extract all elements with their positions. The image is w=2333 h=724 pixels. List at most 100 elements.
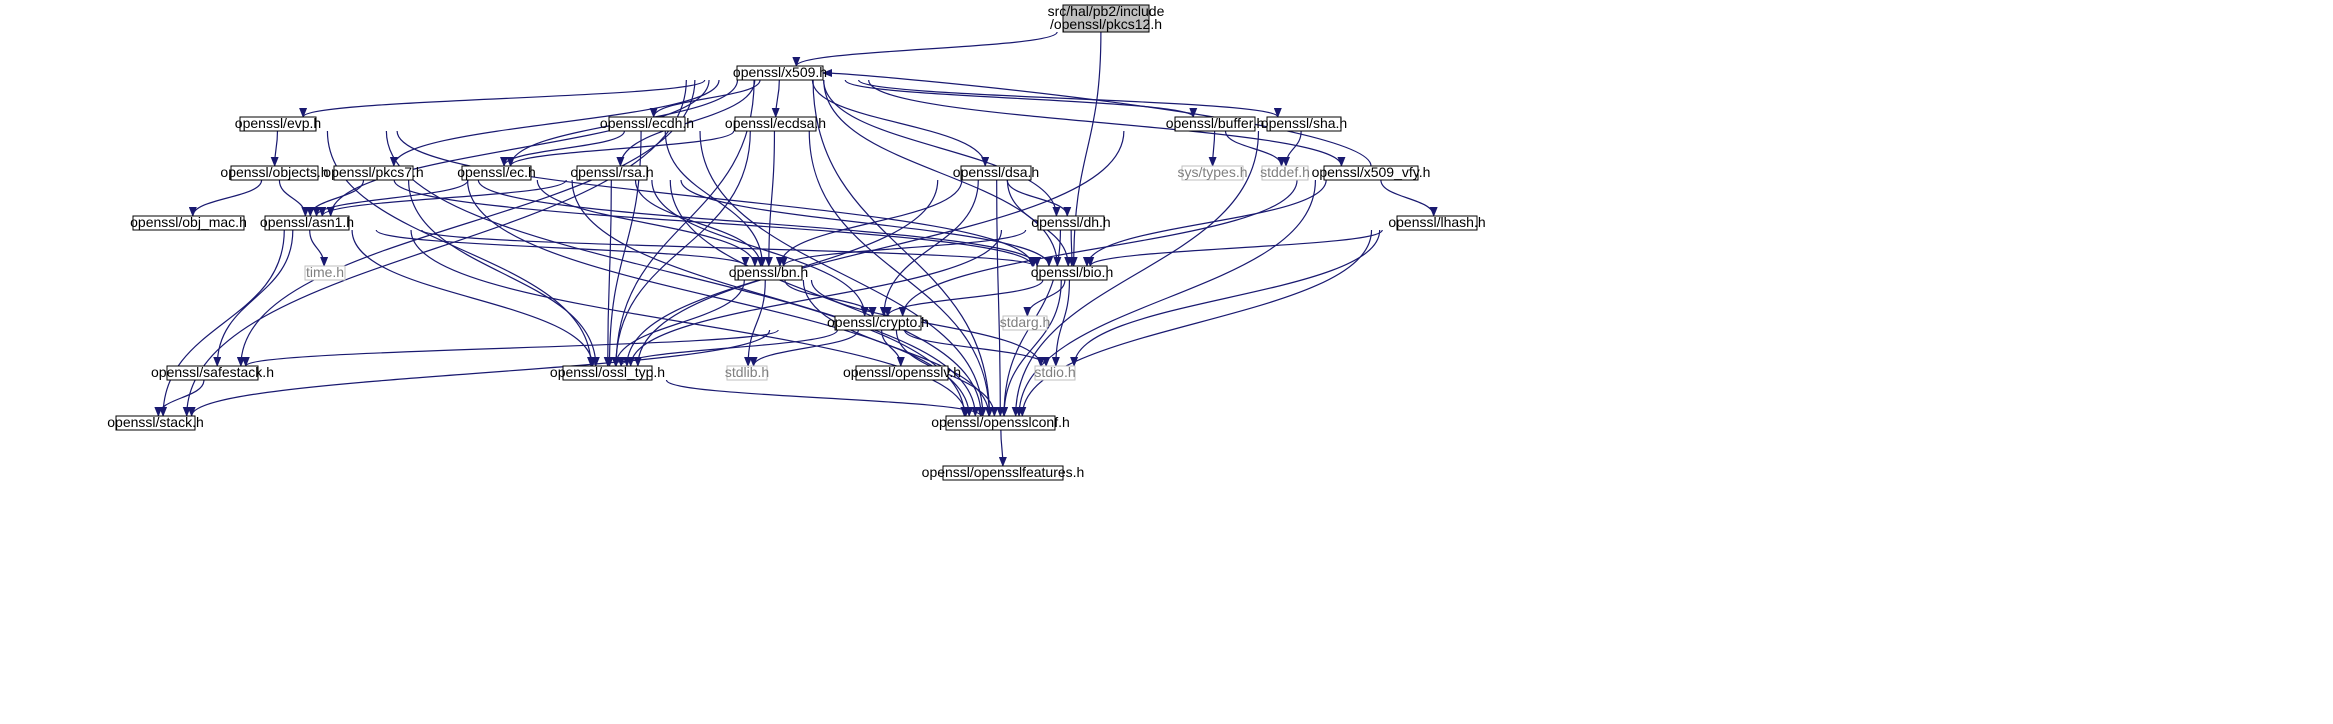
node-label-bio: openssl/bio.h (1031, 264, 1114, 280)
edge-x509vfy-to-x509 (822, 69, 1372, 167)
edge-lhash-to-stdio (1070, 229, 1381, 367)
node-lhash[interactable]: openssl/lhash.h (1388, 214, 1486, 231)
node-box-x509 (736, 65, 824, 81)
node-buffer[interactable]: openssl/buffer.h (1166, 115, 1265, 132)
node-label-x509vfy: openssl/x509_vfy.h (1312, 164, 1431, 180)
node-safestack[interactable]: openssl/safestack.h (151, 364, 274, 381)
edge-x509-to-ecdh (649, 79, 761, 118)
node-bio[interactable]: openssl/bio.h (1031, 264, 1114, 281)
dependency-edges (154, 31, 1438, 467)
edge-x509-to-dh (823, 79, 1061, 217)
edge-x509-to-evp (299, 79, 706, 118)
node-opensslconf[interactable]: openssl/opensslconf.h (931, 414, 1070, 431)
node-label-stddef: stddef.h (1260, 164, 1310, 180)
edge-x509-to-ecdsa (771, 79, 780, 118)
edge-crypto-to-stack (187, 329, 771, 417)
edge-lhash-to-bio (1086, 229, 1383, 267)
node-x509[interactable]: openssl/x509.h (733, 64, 827, 81)
edge-buffer-to-systypes (1208, 130, 1217, 167)
node-pkcs12[interactable]: src/hal/pb2/include/openssl/pkcs12.h (1048, 3, 1165, 33)
node-label-ecdsa: openssl/ecdsa.h (725, 115, 826, 131)
node-x509vfy[interactable]: openssl/x509_vfy.h (1312, 164, 1431, 181)
node-objects[interactable]: openssl/objects.h (220, 164, 329, 181)
node-box-ecdh (608, 116, 686, 132)
node-box-opensslconf (945, 415, 1056, 431)
node-label-ecdh: openssl/ecdh.h (600, 115, 694, 131)
node-label-rsa: openssl/rsa.h (570, 164, 653, 180)
edge-buffer-to-stddef (1224, 130, 1286, 167)
header-nodes: src/hal/pb2/include/openssl/pkcs12.h open… (107, 3, 1486, 481)
node-label-stdlib: stdlib.h (725, 364, 769, 380)
edge-rsa-to-bn (634, 179, 765, 267)
edge-dsa-to-crypto (879, 179, 979, 317)
node-evp[interactable]: openssl/evp.h (235, 115, 321, 132)
edge-x509vfy-to-lhash (1380, 179, 1438, 217)
node-label-bn: openssl/bn.h (729, 264, 808, 280)
node-label-stdarg: stdarg.h (1000, 314, 1051, 330)
node-label-objmac: openssl/obj_mac.h (130, 214, 247, 230)
edge-rsa-to-opensslconf (669, 179, 986, 417)
node-label-opensslconf: openssl/opensslconf.h (931, 414, 1070, 430)
edge-rsa-to-asn1 (318, 179, 567, 217)
edge-asn1-to-bio (421, 229, 1038, 267)
node-box-objmac (132, 215, 245, 231)
node-label-crypto: openssl/crypto.h (827, 314, 929, 330)
node-box-systypes (1181, 165, 1244, 181)
edge-x509vfy-to-crypto (898, 179, 1298, 317)
node-dh[interactable]: openssl/dh.h (1031, 214, 1111, 231)
node-dsa[interactable]: openssl/dsa.h (953, 164, 1039, 181)
node-ecdh[interactable]: openssl/ecdh.h (600, 115, 694, 132)
node-systypes: sys/types.h (1177, 164, 1248, 181)
node-crypto[interactable]: openssl/crypto.h (827, 314, 929, 331)
edge-x509-to-sha (858, 79, 1282, 118)
edge-x509-to-bio (823, 79, 1062, 267)
edge-x509-to-stack (182, 79, 687, 417)
node-box-time (304, 265, 346, 281)
edge-ecdh-to-opensslconf (699, 130, 987, 417)
edge-opensslconf-to-opensslfeatures (998, 429, 1007, 467)
edge-pkcs12-to-x509 (792, 31, 1058, 67)
edge-objects-to-asn1 (278, 179, 310, 217)
node-box-ossltyp (562, 365, 653, 381)
node-label-pkcs12: /openssl/pkcs12.h (1050, 16, 1162, 32)
node-stddef: stddef.h (1260, 164, 1310, 181)
node-asn1[interactable]: openssl/asn1.h (260, 214, 354, 231)
node-label-objects: openssl/objects.h (220, 164, 328, 180)
node-pkcs7[interactable]: openssl/pkcs7.h (323, 164, 424, 181)
edge-dsa-to-dh (1006, 179, 1072, 217)
edge-bio-to-opensslconf (1000, 279, 1062, 417)
node-rsa[interactable]: openssl/rsa.h (570, 164, 654, 181)
node-ecdsa[interactable]: openssl/ecdsa.h (725, 115, 826, 132)
edge-ec-to-bn (536, 179, 759, 267)
node-bn[interactable]: openssl/bn.h (729, 264, 808, 281)
node-opensslv[interactable]: openssl/opensslv.h (843, 364, 961, 381)
edge-ecdsa-to-bn (764, 130, 776, 267)
node-objmac[interactable]: openssl/obj_mac.h (130, 214, 247, 231)
node-stdarg: stdarg.h (1000, 314, 1051, 331)
edge-ecdsa-to-ec (506, 130, 735, 167)
node-box-sha (1266, 116, 1342, 132)
node-stack[interactable]: openssl/stack.h (107, 414, 204, 431)
node-label-evp: openssl/evp.h (235, 115, 321, 131)
node-label-pkcs7: openssl/pkcs7.h (323, 164, 423, 180)
edge-objects-to-objmac (188, 179, 263, 217)
node-box-rsa (576, 165, 648, 181)
edge-ecdh-to-ec (500, 130, 626, 167)
node-box-buffer (1174, 116, 1256, 132)
node-label-asn1: openssl/asn1.h (260, 214, 354, 230)
edge-dsa-to-opensslconf (996, 179, 1005, 417)
node-ossltyp[interactable]: openssl/ossl_typ.h (550, 364, 665, 381)
edge-sha-to-stddef (1281, 130, 1302, 167)
node-label-safestack: openssl/safestack.h (151, 364, 274, 380)
node-sha[interactable]: openssl/sha.h (1261, 115, 1347, 132)
node-box-opensslv (855, 365, 949, 381)
edge-pkcs7-to-bio (477, 179, 1041, 267)
node-ec[interactable]: openssl/ec.h (457, 164, 536, 181)
node-box-stack (115, 415, 196, 431)
node-opensslfeatures[interactable]: openssl/opensslfeatures.h (922, 464, 1085, 481)
node-label-x509: openssl/x509.h (733, 64, 827, 80)
edge-asn1-to-time (309, 229, 329, 267)
node-label-opensslfeatures: openssl/opensslfeatures.h (922, 464, 1085, 480)
edge-ecdsa-to-ossltyp (611, 130, 751, 367)
edge-asn1-to-opensslconf (410, 229, 970, 417)
